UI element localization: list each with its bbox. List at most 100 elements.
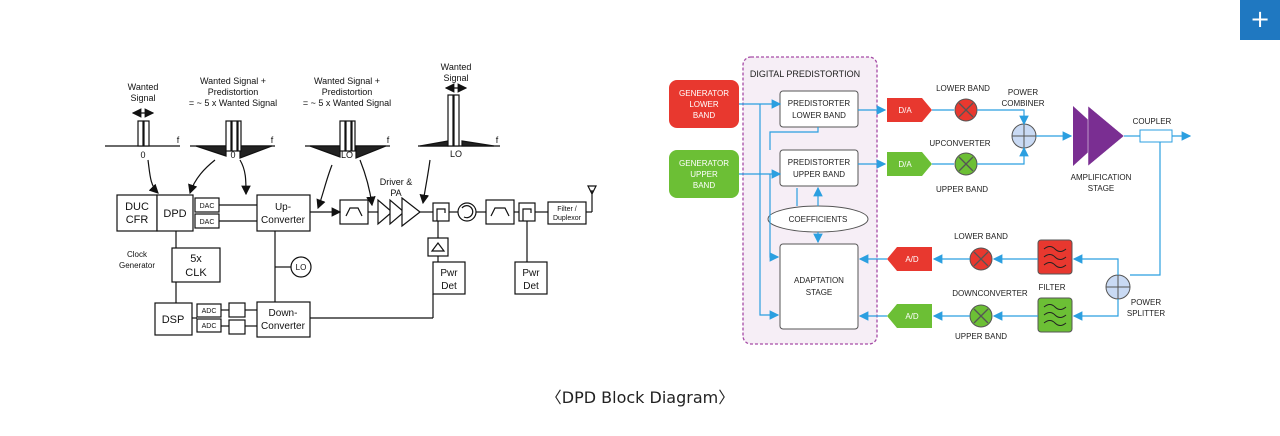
svg-text:LO: LO xyxy=(450,149,462,159)
clock-block xyxy=(171,247,221,283)
svg-text:Duplexor: Duplexor xyxy=(553,215,582,222)
caption-left-bracket: 〈 xyxy=(545,388,562,407)
svg-text:UPCONVERTER: UPCONVERTER xyxy=(929,139,990,148)
svg-text:Pwr: Pwr xyxy=(522,268,540,279)
svg-text:CLK: CLK xyxy=(185,267,207,279)
svg-text:COUPLER: COUPLER xyxy=(1133,117,1172,126)
svg-text:DPD: DPD xyxy=(163,208,186,220)
svg-text:LO: LO xyxy=(341,150,353,160)
antenna-icon xyxy=(587,185,597,212)
spectrum-wanted-signal-1 xyxy=(105,108,180,147)
svg-text:DAC: DAC xyxy=(200,219,215,226)
up-converter-block xyxy=(256,194,311,232)
filter-duplexor-block xyxy=(547,201,587,225)
plus-button[interactable]: + xyxy=(1240,0,1280,40)
coupler xyxy=(1139,129,1173,143)
svg-text:Wanted: Wanted xyxy=(128,82,159,92)
svg-text:Clock: Clock xyxy=(127,250,148,259)
down-converter-block xyxy=(256,301,311,338)
svg-text:UPPER BAND: UPPER BAND xyxy=(955,332,1007,341)
driver-triangle-2 xyxy=(389,198,405,226)
svg-text:GENERATOR: GENERATOR xyxy=(679,89,729,98)
coupler-1 xyxy=(432,202,450,222)
svg-text:CFR: CFR xyxy=(126,214,149,226)
svg-text:Converter: Converter xyxy=(261,321,306,332)
svg-text:f: f xyxy=(177,135,180,145)
svg-text:SPLITTER: SPLITTER xyxy=(1127,309,1165,318)
svg-text:DUC: DUC xyxy=(125,201,149,213)
svg-text:Signal: Signal xyxy=(130,93,155,103)
svg-text:Wanted Signal +: Wanted Signal + xyxy=(200,76,266,86)
ad-lower xyxy=(887,247,932,271)
svg-text:Det: Det xyxy=(523,281,539,292)
mixer-upper-rx xyxy=(969,304,993,328)
pa-triangle xyxy=(401,196,421,228)
svg-text:ADAPTATION: ADAPTATION xyxy=(794,276,844,285)
mixer-upper-tx xyxy=(954,152,978,176)
svg-text:= ~ 5 x Wanted Signal: = ~ 5 x Wanted Signal xyxy=(189,98,277,108)
da-lower xyxy=(887,98,932,122)
svg-text:Det: Det xyxy=(441,281,457,292)
svg-text:PREDISTORTER: PREDISTORTER xyxy=(788,158,851,167)
svg-text:POWER: POWER xyxy=(1131,298,1161,307)
svg-text:Signal: Signal xyxy=(443,73,468,83)
svg-text:DIGITAL PREDISTORTION: DIGITAL PREDISTORTION xyxy=(750,69,860,79)
svg-text:PA: PA xyxy=(390,188,401,198)
dpd-diagram-figure: Wanted Signal 0 f Wanted Signal + Predis… xyxy=(105,56,1192,345)
svg-text:COMBINER: COMBINER xyxy=(1001,99,1044,108)
predistorter-lower-band xyxy=(779,90,859,128)
bandpass-filter-2 xyxy=(485,199,515,225)
svg-text:Wanted Signal +: Wanted Signal + xyxy=(314,76,380,86)
svg-text:0: 0 xyxy=(230,150,235,160)
svg-text:= ~ 5 x Wanted Signal: = ~ 5 x Wanted Signal xyxy=(303,98,391,108)
figure-caption: 〈DPD Block Diagram〉 xyxy=(0,384,1280,408)
adaptation-stage xyxy=(779,243,859,330)
caption-text: DPD Block Diagram xyxy=(561,388,719,407)
svg-text:STAGE: STAGE xyxy=(1088,184,1115,193)
generator-upper-band xyxy=(669,150,739,198)
svg-text:DOWNCONVERTER: DOWNCONVERTER xyxy=(952,289,1028,298)
svg-text:UPPER BAND: UPPER BAND xyxy=(793,170,845,179)
svg-text:DSP: DSP xyxy=(162,314,185,326)
svg-text:LOWER BAND: LOWER BAND xyxy=(792,111,846,120)
mixer-lower-tx xyxy=(954,98,978,122)
lpf-block-1 xyxy=(228,302,246,318)
svg-text:POWER: POWER xyxy=(1008,88,1038,97)
svg-text:LOWER: LOWER xyxy=(689,100,719,109)
dpd-block xyxy=(156,194,194,232)
svg-text:D/A: D/A xyxy=(898,106,912,115)
svg-text:UPPER BAND: UPPER BAND xyxy=(936,185,988,194)
svg-text:Predistortion: Predistortion xyxy=(322,87,373,97)
left-labels: Wanted Signal 0 f Wanted Signal + Predis… xyxy=(119,62,582,332)
ad-upper xyxy=(887,304,932,328)
filter-upper xyxy=(1037,297,1073,333)
generator-lower-band xyxy=(669,80,739,128)
svg-text:0: 0 xyxy=(140,150,145,160)
svg-text:PREDISTORTER: PREDISTORTER xyxy=(788,99,851,108)
svg-text:f: f xyxy=(271,135,274,145)
right-labels: DIGITAL PREDISTORTION GENERATOR LOWER BA… xyxy=(679,69,1172,341)
svg-text:Filter /: Filter / xyxy=(557,206,577,213)
svg-text:ADC: ADC xyxy=(202,323,217,330)
spectrum-wanted-signal-4 xyxy=(418,83,500,147)
svg-text:UPPER: UPPER xyxy=(690,170,718,179)
svg-text:Converter: Converter xyxy=(261,215,306,226)
svg-text:Driver &: Driver & xyxy=(380,177,413,187)
predistorter-upper-band xyxy=(779,149,859,187)
svg-text:LOWER BAND: LOWER BAND xyxy=(936,84,990,93)
da-upper xyxy=(887,152,932,176)
coupler-2 xyxy=(518,202,536,222)
bandpass-filter-1 xyxy=(339,199,369,225)
caption-right-bracket: 〉 xyxy=(718,388,735,407)
dsp-block xyxy=(154,302,193,336)
svg-text:DAC: DAC xyxy=(200,203,215,210)
svg-text:A/D: A/D xyxy=(905,312,919,321)
mixer-lower-rx xyxy=(969,247,993,271)
left-block-diagram xyxy=(105,83,597,338)
svg-text:Pwr: Pwr xyxy=(440,268,458,279)
right-block-diagram xyxy=(669,56,1192,345)
pwr-det-block-1 xyxy=(432,261,466,295)
svg-text:f: f xyxy=(496,135,499,145)
svg-text:STAGE: STAGE xyxy=(806,288,833,297)
spectrum-predistortion-2 xyxy=(190,120,275,159)
